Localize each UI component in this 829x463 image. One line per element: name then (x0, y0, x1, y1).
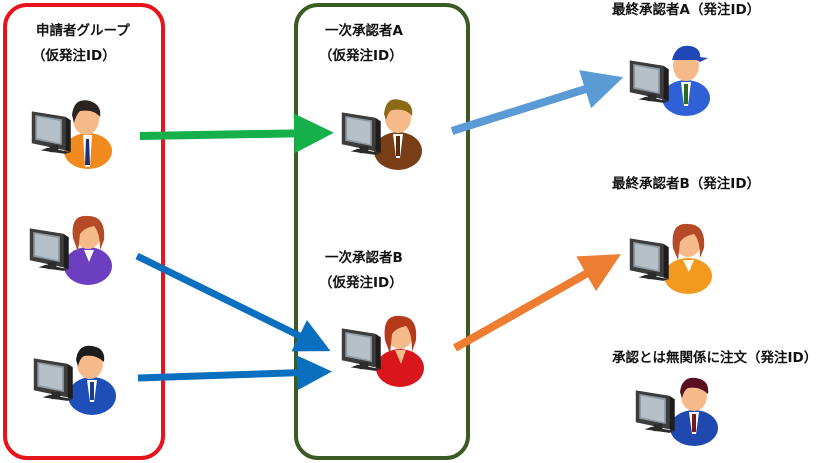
applicant-group-subtitle: （仮発注ID） (32, 48, 116, 64)
unrelated-orderer-label: 承認とは無関係に注文（発注ID） (612, 350, 818, 366)
final-approver-b-label: 最終承認者B（発注ID） (612, 176, 761, 192)
first-approver-b-woman-red-icon (341, 315, 424, 387)
applicant-1-man-orange-icon (31, 100, 112, 169)
arrow-first-a-to-final-a (450, 70, 624, 135)
final-approver-b-woman-orange-icon (629, 223, 712, 294)
arrow-first-b-to-final-b (453, 254, 621, 352)
arrow-applicant1-to-first-a (139, 113, 334, 154)
final-approver-a-man-cap-icon (629, 45, 710, 116)
applicant-2-woman-purple-icon (29, 215, 112, 285)
arrow-applicant2-to-first-b (135, 252, 331, 352)
applicant-group-frame (3, 3, 165, 460)
applicant-3-man-suit-icon (33, 345, 116, 415)
first-approver-a-man-brown-icon (341, 99, 422, 170)
arrow-applicant3-to-first-b (137, 355, 332, 391)
unrelated-orderer-man-suit-icon (635, 377, 718, 446)
applicant-group-title: 申請者グループ (36, 23, 130, 39)
first-approver-a-subtitle: （仮発注ID） (319, 48, 403, 64)
first-approver-a-title: 一次承認者A (325, 23, 403, 39)
first-approver-group-frame (294, 3, 470, 460)
first-approver-b-title: 一次承認者B (325, 250, 403, 266)
first-approver-b-subtitle: （仮発注ID） (319, 275, 403, 291)
final-approver-a-label: 最終承認者A（発注ID） (612, 2, 761, 18)
